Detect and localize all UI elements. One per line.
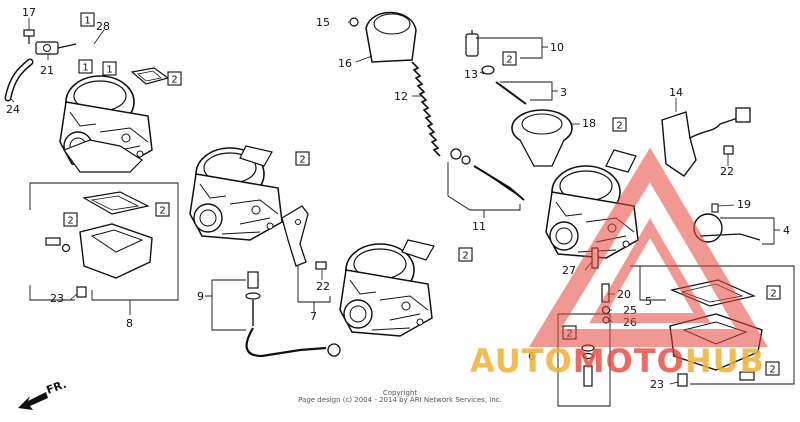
carburetor-middle-left — [189, 145, 283, 241]
label-16: 16 — [338, 57, 352, 70]
top-cover-16 — [349, 11, 417, 63]
sensor-14 — [661, 107, 751, 177]
label-21: 21 — [40, 64, 54, 77]
ref-box-2-d: 2 — [67, 216, 73, 227]
vacuum-piston-18 — [511, 109, 573, 167]
label-27: 27 — [562, 264, 576, 277]
ref-box-1a-text: 1 — [84, 16, 90, 27]
watermark-logo: AUTOMOTOHUB — [470, 342, 765, 380]
throttle-cable-9 — [205, 271, 341, 358]
gasket-top-left — [130, 67, 170, 85]
carburetor-top-left — [59, 75, 153, 173]
bracket-7 — [281, 205, 331, 312]
label-8: 8 — [126, 317, 133, 330]
label-28: 28 — [96, 20, 110, 33]
label-12: 12 — [394, 90, 408, 103]
copyright-line-2: Page design (c) 2004 - 2014 by ARI Netwo… — [298, 396, 502, 404]
label-3: 3 — [560, 86, 567, 99]
choke-tube-24 — [4, 58, 34, 102]
ref-box-1c: 1 — [102, 61, 117, 76]
spring-12 — [411, 61, 441, 157]
ref-box-2-j: 2 — [769, 365, 775, 376]
ref-box-2-f: 2 — [616, 121, 622, 132]
fitting-21 — [35, 41, 77, 55]
ref-box-1c-text: 1 — [106, 65, 112, 76]
label-6: 6 — [528, 350, 535, 363]
label-20: 20 — [617, 288, 631, 301]
float-chamber-group-8 — [29, 182, 179, 315]
label-13: 13 — [464, 68, 478, 81]
label-18: 18 — [582, 117, 596, 130]
label-9: 9 — [197, 290, 204, 303]
label-17: 17 — [22, 6, 36, 19]
part-numbers: 17 28 21 24 23 8 9 22 7 15 16 12 10 13 3… — [6, 6, 790, 391]
ref-box-2-c: 2 — [159, 206, 165, 217]
watermark-part-2: MOTO — [572, 342, 685, 380]
label-15: 15 — [316, 16, 330, 29]
label-22-middle: 22 — [316, 280, 330, 293]
ref-box-1b: 1 — [78, 59, 93, 74]
needle-3 — [495, 81, 558, 105]
carburetor-center — [339, 239, 435, 337]
ref-box-2-h: 2 — [770, 289, 776, 300]
label-23-right: 23 — [650, 378, 664, 391]
jet-assembly-11 — [447, 148, 525, 218]
ref-box-2-g: 2 — [462, 251, 468, 262]
ref-box-1b-text: 1 — [82, 63, 88, 74]
label-4: 4 — [783, 224, 790, 237]
clip-13 — [481, 65, 495, 75]
label-7: 7 — [310, 310, 317, 323]
watermark-part-1: AUTO — [470, 342, 573, 380]
label-14: 14 — [669, 86, 683, 99]
ref-box-2-e: 2 — [506, 55, 512, 66]
label-10: 10 — [550, 41, 564, 54]
label-19: 19 — [737, 198, 751, 211]
ref-box-2-b: 2 — [299, 155, 305, 166]
carburetor-right — [545, 149, 639, 259]
label-23-left: 23 — [50, 292, 64, 305]
copyright-line-1: Copyright — [382, 389, 418, 397]
jet-needle-10 — [465, 30, 548, 59]
label-11: 11 — [472, 220, 486, 233]
ref-box-1a: 1 — [80, 12, 95, 27]
label-24: 24 — [6, 103, 20, 116]
label-22-right: 22 — [720, 165, 734, 178]
screw-17 — [23, 29, 35, 44]
watermark-part-3: HUB — [684, 342, 766, 380]
label-5: 5 — [645, 295, 652, 308]
ref-box-2-a: 2 — [171, 75, 177, 86]
watermark-triangle — [529, 147, 768, 347]
